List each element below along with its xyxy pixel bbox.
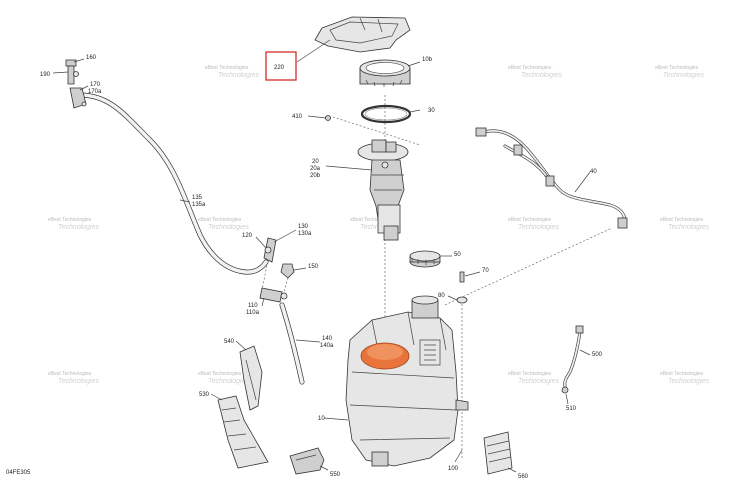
watermark: Technologies: [208, 224, 249, 231]
part-skid-plate[interactable]: [483, 431, 513, 475]
callout-110a[interactable]: 110a: [246, 310, 260, 316]
callout-170[interactable]: 170: [90, 82, 101, 88]
watermark: eBest Technologies: [198, 371, 242, 377]
callout-110[interactable]: 110: [248, 303, 258, 309]
part-screw[interactable]: [325, 115, 331, 121]
callout-170a[interactable]: 170a: [88, 89, 102, 95]
part-lock-ring[interactable]: [359, 59, 411, 87]
callout-20a[interactable]: 20a: [310, 166, 321, 172]
watermark: eBest Technologies: [655, 65, 699, 71]
part-washer[interactable]: [456, 296, 468, 304]
callout-550[interactable]: 550: [330, 472, 341, 478]
watermark: eBest Technologies: [660, 371, 704, 377]
callout-540[interactable]: 540: [224, 339, 235, 345]
part-grommet[interactable]: [280, 263, 295, 279]
watermark: Technologies: [58, 378, 99, 385]
watermark: eBest Technologies: [508, 371, 552, 377]
watermark: Technologies: [518, 378, 559, 385]
callout-100[interactable]: 100: [448, 466, 459, 472]
watermark: eBest Technologies: [508, 217, 552, 223]
callout-130a[interactable]: 130a: [298, 231, 312, 237]
part-filler-cap[interactable]: [409, 250, 441, 268]
callout-190[interactable]: 190: [40, 72, 51, 78]
watermark: eBest Technologies: [198, 217, 242, 223]
watermark: Technologies: [218, 72, 259, 79]
callout-410[interactable]: 410: [292, 114, 303, 120]
watermark: Technologies: [521, 72, 562, 79]
part-filler-hose[interactable]: [279, 302, 305, 385]
watermark: eBest Technologies: [660, 217, 704, 223]
part-fuel-pump-module[interactable]: [357, 139, 409, 241]
callout-50[interactable]: 50: [454, 252, 461, 258]
callout-560[interactable]: 560: [518, 474, 529, 480]
callout-80[interactable]: 80: [438, 293, 445, 299]
callout-140[interactable]: 140: [322, 336, 333, 342]
callout-220[interactable]: 220: [274, 65, 285, 71]
watermark: Technologies: [518, 224, 559, 231]
part-fuel-tank[interactable]: [345, 295, 469, 467]
watermark: eBest Technologies: [508, 65, 552, 71]
callout-500[interactable]: 500: [592, 352, 603, 358]
callout-labels: 220 10b 30 410 20 20a 20b 40 160 190 170…: [40, 55, 603, 480]
part-vent-hose[interactable]: [77, 92, 269, 275]
callout-20[interactable]: 20: [312, 159, 319, 165]
part-heat-shield-upper[interactable]: [239, 345, 263, 411]
watermark: eBest Technologies: [48, 217, 92, 223]
callout-10[interactable]: 10: [318, 416, 325, 422]
part-shield-plate[interactable]: [314, 16, 411, 53]
callout-70[interactable]: 70: [482, 268, 489, 274]
part-wire-harness[interactable]: [475, 127, 628, 229]
highlight-box-220[interactable]: [265, 51, 297, 81]
watermark: eBest Technologies: [205, 65, 249, 71]
callout-140a[interactable]: 140a: [320, 343, 334, 349]
part-bolt[interactable]: [459, 271, 465, 283]
watermarks: eBest Technologies Technologies eBest Te…: [48, 65, 709, 385]
callout-120[interactable]: 120: [242, 233, 253, 239]
watermark: Technologies: [668, 224, 709, 231]
part-elbow-fitting[interactable]: [259, 287, 288, 303]
callout-510[interactable]: 510: [566, 406, 577, 412]
callout-30[interactable]: 30: [428, 108, 435, 114]
part-vent-fittings[interactable]: [65, 59, 87, 109]
diagram-code: 04FE305: [6, 470, 31, 476]
callout-130[interactable]: 130: [298, 224, 309, 230]
watermark: Technologies: [663, 72, 704, 79]
watermark: Technologies: [58, 224, 99, 231]
callout-150[interactable]: 150: [308, 264, 319, 270]
callout-20b[interactable]: 20b: [310, 173, 321, 179]
watermark: eBest Technologies: [48, 371, 92, 377]
callout-135[interactable]: 135: [192, 195, 203, 201]
callout-160[interactable]: 160: [86, 55, 97, 61]
callout-10b[interactable]: 10b: [422, 57, 433, 63]
leader-lines: [52, 39, 591, 473]
part-hose-fittings[interactable]: [263, 237, 277, 263]
watermark: Technologies: [208, 378, 249, 385]
part-bracket[interactable]: [289, 447, 325, 475]
watermark: eBest Technologies: [350, 217, 394, 223]
part-gasket[interactable]: [360, 104, 412, 124]
callout-135a[interactable]: 135a: [192, 202, 206, 208]
part-level-sensor[interactable]: [561, 325, 584, 394]
part-heat-shield-lower[interactable]: [217, 395, 269, 469]
callout-530[interactable]: 530: [199, 392, 210, 398]
watermark: Technologies: [668, 378, 709, 385]
callout-40[interactable]: 40: [590, 169, 597, 175]
